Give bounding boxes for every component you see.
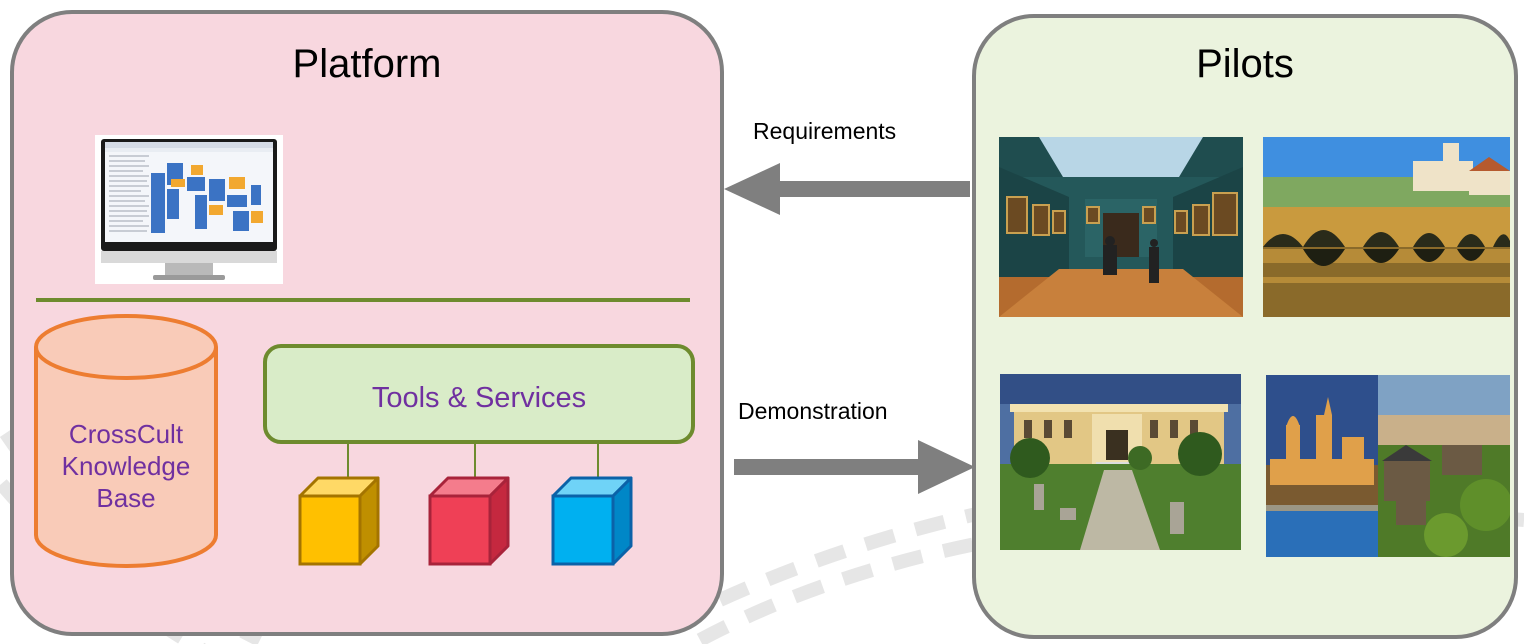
platform-title: Platform [292,42,442,86]
knowledge-base-line-3: Base [96,483,156,513]
pilots-title: Pilots [1196,42,1294,86]
tools-services-box: Tools & Services [263,344,695,444]
knowledge-base-line-2: Knowledge [61,451,191,481]
demonstration-label: Demonstration [738,398,888,424]
museum-gallery-photo [999,137,1243,317]
malta-luxembourg-photo [1266,375,1510,557]
database-cylinder-icon [34,314,218,568]
knowledge-base-label: CrossCult Knowledge Base [33,418,219,514]
desktop-monitor-icon [95,135,283,284]
requirements-label: Requirements [753,118,897,144]
divider-line [36,298,690,302]
stone-bridge-photo [1263,137,1510,317]
tools-services-label: Tools & Services [371,382,587,414]
museum-building-photo [1000,374,1241,550]
knowledge-base-line-1: CrossCult [68,419,184,449]
